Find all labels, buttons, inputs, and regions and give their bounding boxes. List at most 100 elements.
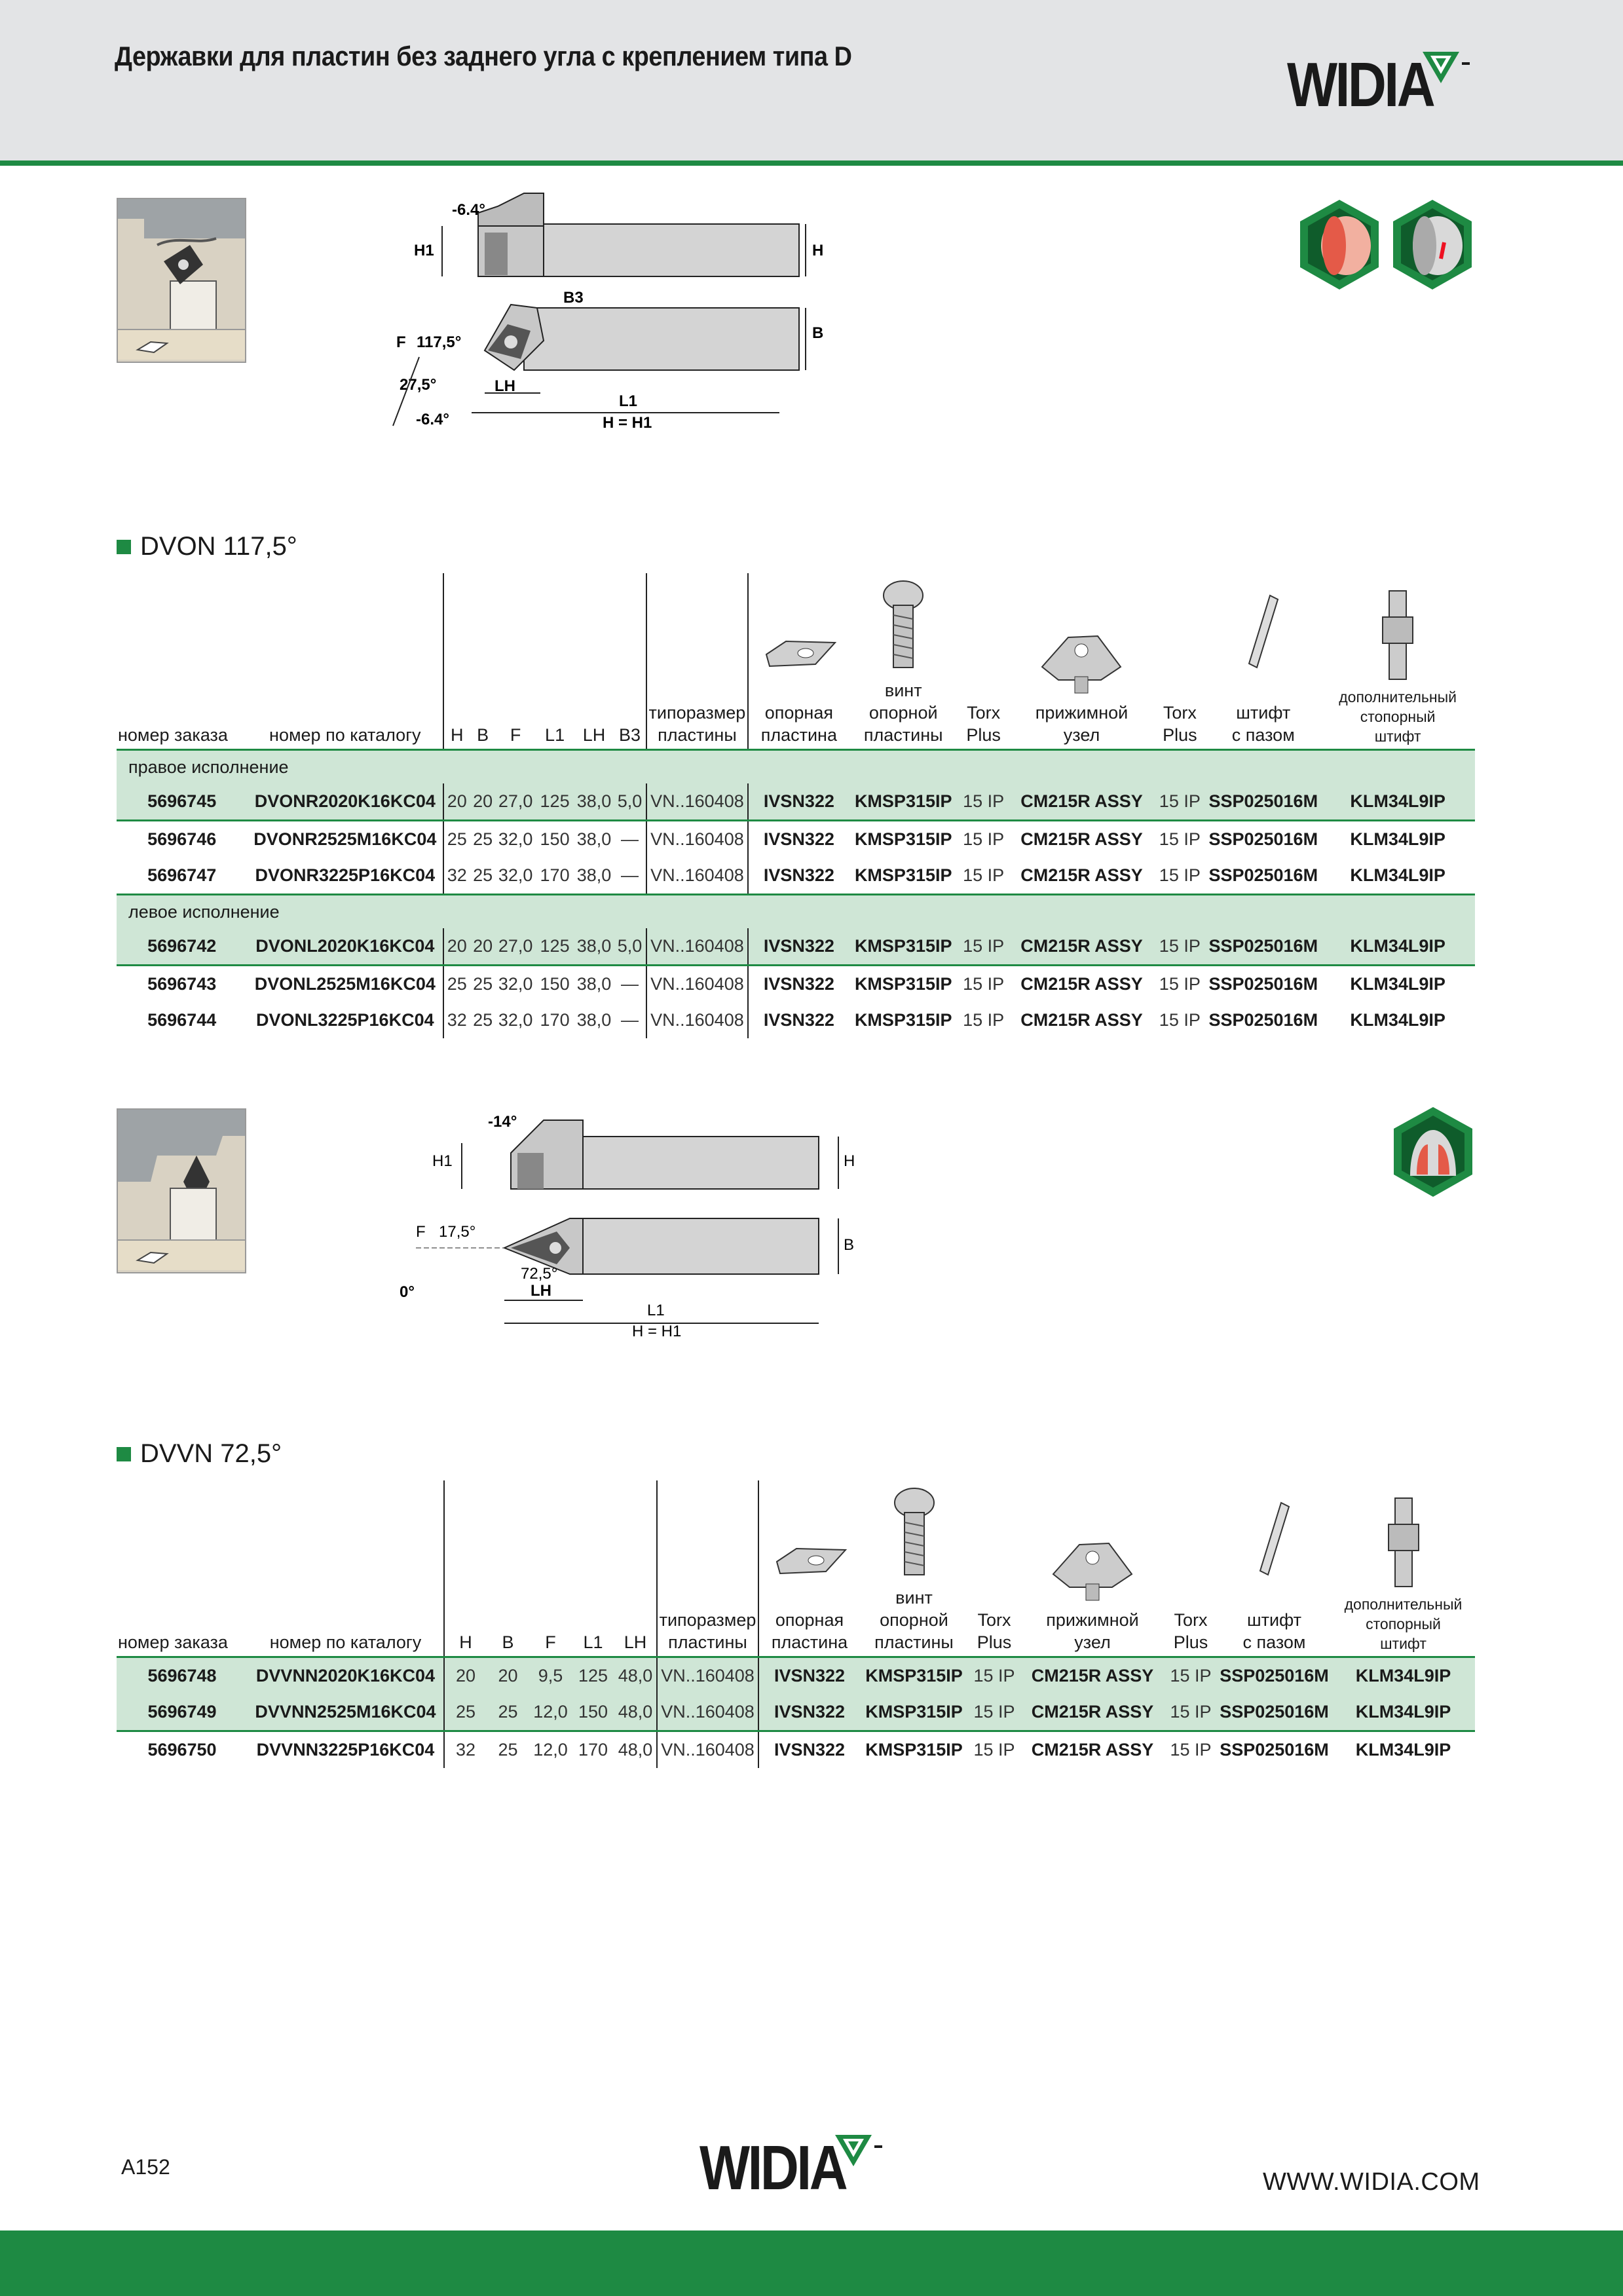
section-bullet-icon [117,1446,131,1461]
col-LH: LH [574,573,614,751]
clamp-icon [1052,1542,1133,1601]
col-order-no: номер заказа [117,573,248,751]
screw-icon [893,1488,935,1575]
svg-text:H: H [812,242,823,259]
website-url: WWW.WIDIA.COM [1263,2168,1480,2196]
table-header-row: номер заказа номер по каталогу H B F L1 … [117,1480,1475,1658]
tool-drawing-dvon: H1 -6.4° H B3 F 117,5° B 27,5° LH L1 H =… [392,193,823,432]
spec-table-dvon: номер заказа номер по каталогу H B F L1 … [117,573,1475,1038]
screw-icon [883,580,924,668]
svg-text:L1: L1 [619,392,637,410]
col-B: B [470,573,496,751]
col-catalog-no: номер по каталогу [248,1480,445,1658]
svg-text:27,5°: 27,5° [400,376,436,394]
col-L1: L1 [535,573,575,751]
seat-plate-icon [775,1547,848,1575]
svg-text:H1: H1 [414,242,434,259]
group-row-left: левое исполнение [117,894,1475,928]
col-B: B [487,1480,529,1658]
operation-icon-facing [1294,197,1477,298]
widia-logo-mark-icon [1423,52,1470,83]
col-B3: B3 [614,573,647,751]
seat-plate-icon [765,640,837,668]
pin-icon [1259,1501,1290,1576]
svg-text:F: F [396,333,406,351]
svg-text:H = H1: H = H1 [603,414,652,432]
col-F: F [529,1480,572,1658]
operation-icon-profiling [1387,1104,1479,1205]
widia-logo: WIDIA [1287,49,1470,121]
svg-text:F: F [416,1223,426,1241]
svg-text:H: H [844,1152,855,1170]
svg-text:72,5°: 72,5° [521,1265,557,1283]
footer-band [0,2230,1623,2296]
svg-text:B3: B3 [563,289,584,307]
svg-text:-6.4°: -6.4° [452,201,485,219]
section-title-dvvn: DVVN 72,5° [117,1439,282,1469]
col-order-no: номер заказа [117,1480,248,1658]
svg-text:17,5°: 17,5° [439,1223,476,1241]
application-thumbnail-2 [117,1108,246,1273]
group-row-right: правое исполнение [117,749,1475,783]
tool-drawing-dvvn: -14° H1 H F 17,5° B 72,5° LH 0° L1 H = H… [400,1113,855,1340]
col-H: H [443,573,470,751]
col-H: H [444,1480,487,1658]
svg-text:0°: 0° [400,1283,415,1301]
page-number: A152 [121,2155,170,2179]
svg-text:LH: LH [531,1282,551,1300]
section-title-dvon: DVON 117,5° [117,532,297,561]
lock-pin-icon [1387,1497,1419,1587]
svg-text:B: B [812,324,823,342]
pin-icon [1248,594,1278,669]
profiling-diagram-icon [118,1110,245,1241]
svg-text:-6.4°: -6.4° [416,411,449,428]
svg-text:LH: LH [494,377,515,395]
spec-table-dvvn: номер заказа номер по каталогу H B F L1 … [117,1480,1475,1768]
application-thumbnail-1 [117,198,246,363]
widia-logo-mark-icon [835,2135,882,2166]
footer-widia-logo: WIDIA [700,2132,882,2204]
page-header: Державки для пластин без заднего угла с … [0,0,1623,166]
svg-text:117,5°: 117,5° [417,333,461,351]
col-LH: LH [614,1480,658,1658]
table-header-row: номер заказа номер по каталогу H B F L1 … [117,573,1475,751]
svg-text:B: B [844,1236,854,1254]
lock-pin-icon [1382,590,1414,680]
svg-text:-14°: -14° [488,1113,517,1131]
svg-text:H1: H1 [432,1152,453,1170]
page-title: Державки для пластин без заднего угла с … [115,41,852,71]
col-catalog-no: номер по каталогу [247,573,445,751]
clamp-icon [1041,635,1122,694]
col-L1: L1 [572,1480,614,1658]
section-bullet-icon [117,539,131,554]
svg-text:L1: L1 [647,1302,665,1319]
col-F: F [496,573,536,751]
turning-diagram-icon [118,199,245,331]
svg-text:H = H1: H = H1 [632,1323,681,1340]
